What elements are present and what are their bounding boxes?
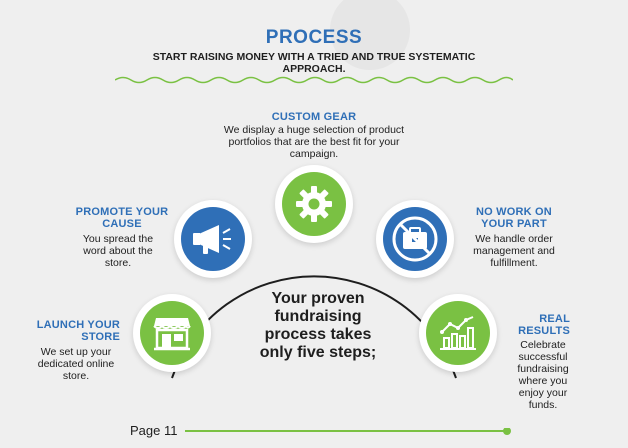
step-title-launch-your-store: LAUNCH YOUR STORE: [36, 319, 120, 343]
wave-divider: [115, 76, 513, 84]
step-desc-launch-your-store: We set up your dedicated online store.: [37, 346, 115, 382]
step-desc-real-results: Celebrate successful fundraising where y…: [517, 339, 569, 411]
page-subtitle: START RAISING MONEY WITH A TRIED AND TRU…: [152, 51, 476, 75]
growth-chart-icon: [440, 316, 476, 350]
step-desc-promote-your-cause: You spread the word about the store.: [82, 233, 154, 269]
step-icon-launch-your-store: [133, 294, 211, 372]
step-title-custom-gear: CUSTOM GEAR: [271, 111, 357, 123]
step-title-promote-your-cause: PROMOTE YOUR CAUSE: [75, 206, 169, 230]
step-icon-no-work-on-your-part: [376, 200, 454, 278]
step-title-real-results: REAL RESULTS: [518, 313, 570, 337]
center-message: Your proven fundraising process takes on…: [259, 290, 377, 361]
page-number: Page 11: [130, 423, 178, 438]
step-icon-promote-your-cause: [174, 200, 252, 278]
no-briefcase-icon: [392, 216, 438, 262]
step-icon-custom-gear: [275, 165, 353, 243]
gear-icon: [296, 186, 332, 222]
step-icon-real-results: [419, 294, 497, 372]
step-desc-custom-gear: We display a huge selection of product p…: [223, 124, 405, 160]
megaphone-icon: [193, 225, 231, 254]
step-desc-no-work-on-your-part: We handle order management and fulfillme…: [473, 233, 555, 269]
decorative-circle: [330, 0, 410, 70]
step-title-no-work-on-your-part: NO WORK ON YOUR PART: [476, 206, 552, 230]
page-title: PROCESS: [265, 27, 363, 48]
footer-divider: [185, 428, 511, 435]
storefront-icon: [153, 318, 191, 351]
